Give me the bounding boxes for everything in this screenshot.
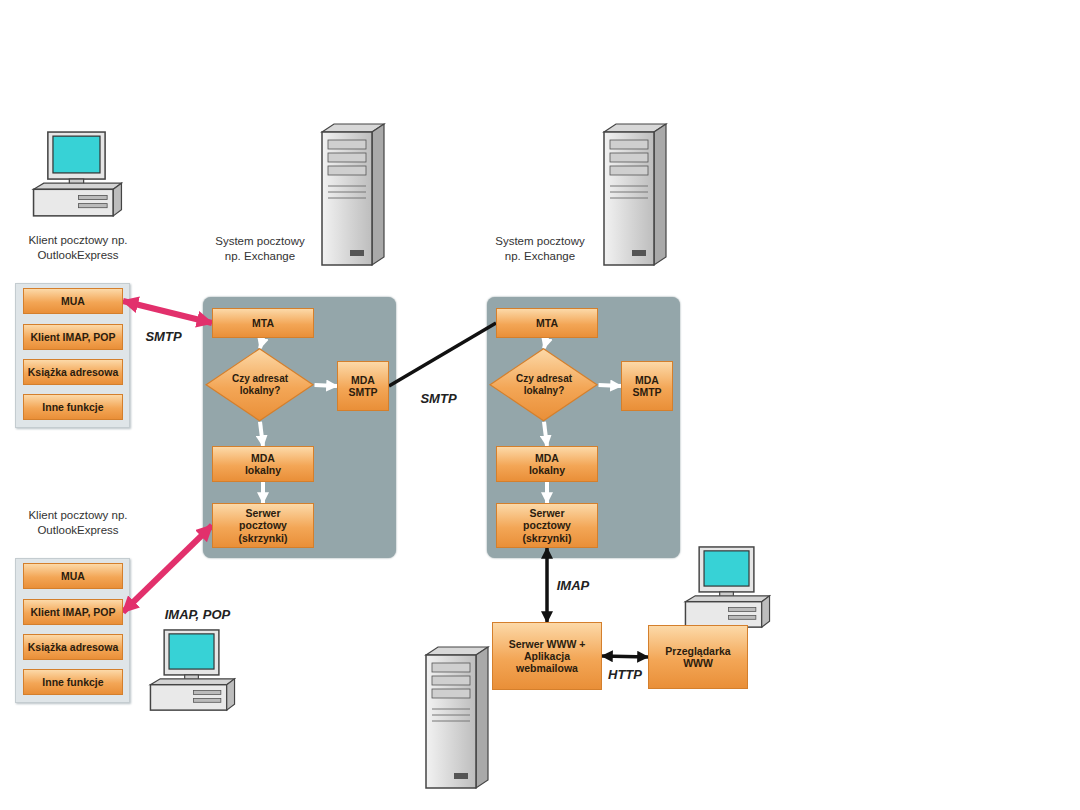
box-label: Klient IMAP, POP — [31, 331, 116, 343]
mail-client-stack: Klient pocztowy np. OutlookExpressMUAKli… — [15, 558, 130, 703]
decision-diamond: Czy adresat lokalny? — [489, 348, 598, 421]
box-label: MTA — [536, 317, 558, 329]
flow-arrow — [544, 422, 547, 446]
process-box: MUA — [23, 563, 123, 589]
process-box: MUA — [23, 288, 123, 314]
protocol-label: IMAP — [555, 578, 592, 593]
mail-system-panel: System pocztowy np. ExchangeMTACzy adres… — [203, 297, 396, 558]
process-box: Przeglądarka WWW — [648, 625, 748, 689]
flow-arrow — [315, 385, 337, 386]
flow-arrow — [261, 482, 265, 503]
mail-client-stack: Klient pocztowy np. OutlookExpressMUAKli… — [15, 283, 130, 428]
process-box: Serwer pocztowy (skrzynki) — [212, 503, 314, 548]
box-label: Inne funkcje — [42, 401, 103, 413]
box-label: Czy adresat lokalny? — [512, 373, 576, 396]
process-box: MDA lokalny — [212, 446, 314, 482]
box-label: Czy adresat lokalny? — [228, 373, 292, 396]
server-tower-icon — [426, 647, 488, 788]
box-label: MDA lokalny — [520, 452, 574, 476]
process-box: MDA lokalny — [496, 446, 598, 482]
protocol-connector — [389, 323, 496, 386]
flow-arrow — [599, 385, 621, 386]
group-heading: System pocztowy np. Exchange — [490, 234, 590, 263]
box-label: MUA — [61, 295, 85, 307]
process-box: Książka adresowa — [23, 634, 123, 660]
box-label: MDA SMTP — [627, 374, 667, 398]
computer-icon — [685, 547, 769, 627]
protocol-connector — [602, 656, 648, 657]
process-box: Serwer WWW + Aplikacja webmailowa — [492, 622, 602, 690]
box-label: MDA SMTP — [343, 374, 383, 398]
box-label: Serwer pocztowy (skrzynki) — [516, 507, 578, 543]
group-heading: System pocztowy np. Exchange — [210, 234, 310, 263]
box-label: Książka adresowa — [28, 366, 118, 378]
box-label: Przeglądarka WWW — [656, 645, 740, 669]
server-tower-icon — [322, 124, 384, 265]
process-box: Inne funkcje — [23, 669, 123, 695]
protocol-connector — [545, 548, 549, 622]
computer-icon — [34, 132, 122, 216]
process-box: Klient IMAP, POP — [23, 599, 123, 625]
box-label: Serwer pocztowy (skrzynki) — [232, 507, 294, 543]
protocol-label: SMTP — [418, 390, 458, 405]
flow-arrow — [544, 338, 547, 348]
protocol-connector — [123, 301, 212, 323]
group-heading: Klient pocztowy np. OutlookExpress — [26, 233, 130, 262]
protocol-connector — [123, 526, 212, 613]
flow-arrow — [260, 422, 263, 446]
process-box: Inne funkcje — [23, 394, 123, 420]
box-label: MTA — [252, 317, 274, 329]
box-label: Serwer WWW + Aplikacja webmailowa — [505, 638, 589, 674]
process-box: MTA — [212, 308, 314, 338]
box-label: Klient IMAP, POP — [31, 606, 116, 618]
process-box: MDA SMTP — [621, 361, 673, 411]
server-tower-icon — [604, 124, 666, 265]
process-box: Serwer pocztowy (skrzynki) — [496, 503, 598, 548]
process-box: Klient IMAP, POP — [23, 324, 123, 350]
mail-system-panel: System pocztowy np. ExchangeMTACzy adres… — [487, 297, 680, 558]
process-box: MDA SMTP — [337, 361, 389, 411]
box-label: Książka adresowa — [28, 641, 118, 653]
box-label: MDA lokalny — [236, 452, 290, 476]
process-box: Książka adresowa — [23, 359, 123, 385]
box-label: Inne funkcje — [42, 676, 103, 688]
protocol-label: IMAP, POP — [163, 606, 233, 621]
protocol-label: SMTP — [143, 329, 183, 344]
group-heading: Klient pocztowy np. OutlookExpress — [26, 508, 130, 537]
computer-icon — [150, 630, 234, 710]
box-label: MUA — [61, 570, 85, 582]
flow-arrow — [260, 338, 263, 348]
flow-arrow — [545, 482, 549, 503]
decision-diamond: Czy adresat lokalny? — [205, 348, 314, 421]
process-box: MTA — [496, 308, 598, 338]
protocol-label: HTTP — [606, 666, 644, 681]
